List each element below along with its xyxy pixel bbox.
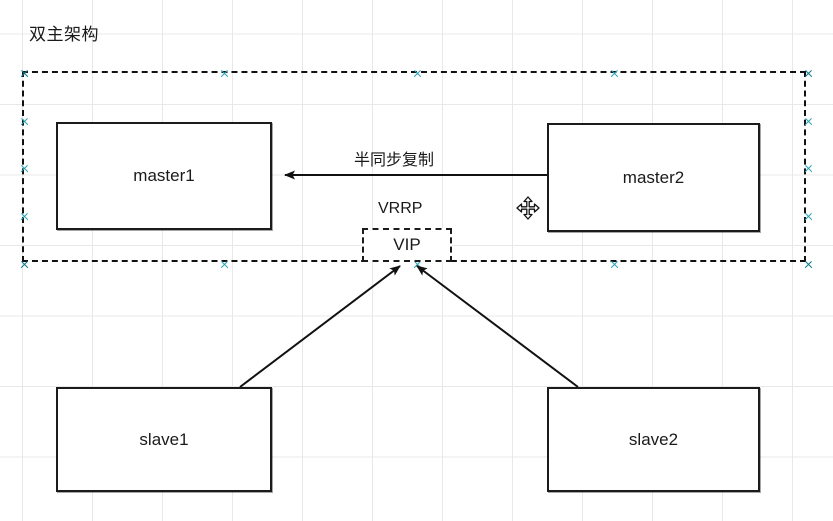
edge-slave1-to-vip [239, 265, 401, 388]
edge-label-vrrp: VRRP [378, 200, 423, 217]
selection-handle-left-upper[interactable] [20, 117, 29, 126]
selection-handle-left-middle[interactable] [20, 164, 29, 173]
selection-handle-left-lower[interactable] [20, 212, 29, 221]
selection-handle-top-center-right[interactable] [610, 69, 619, 78]
selection-handle-top-center-left[interactable] [220, 69, 229, 78]
node-master2-label: master2 [622, 167, 685, 187]
node-master1-label: master1 [133, 166, 195, 185]
selection-handle-bottom-center-right[interactable] [610, 260, 619, 269]
node-vip[interactable]: VIP [362, 228, 452, 262]
selection-handle-bottom-center-left[interactable] [220, 260, 229, 269]
node-slave2-label: slave2 [628, 429, 679, 449]
selection-handle-right-middle[interactable] [804, 164, 813, 173]
selection-handle-top-center[interactable] [413, 69, 422, 78]
selection-handle-right-lower[interactable] [804, 212, 813, 221]
page-title: 双主架构 [29, 25, 99, 44]
move-cursor-icon [516, 196, 540, 220]
node-slave1[interactable]: slave1 [56, 387, 272, 492]
node-vip-label: VIP [393, 235, 421, 254]
node-slave1-label: slave1 [139, 429, 189, 449]
edge-label-replication: 半同步复制 [354, 152, 435, 169]
selection-handle-top-left[interactable] [20, 69, 29, 78]
selection-handle-bottom-left[interactable] [20, 260, 29, 269]
node-master1[interactable]: master1 [56, 122, 272, 230]
edge-slave2-to-vip [416, 265, 579, 388]
selection-handle-bottom-right[interactable] [804, 260, 813, 269]
node-slave2[interactable]: slave2 [547, 387, 760, 492]
node-master2[interactable]: master2 [547, 123, 760, 232]
selection-handle-right-upper[interactable] [804, 117, 813, 126]
selection-handle-top-right[interactable] [804, 69, 813, 78]
